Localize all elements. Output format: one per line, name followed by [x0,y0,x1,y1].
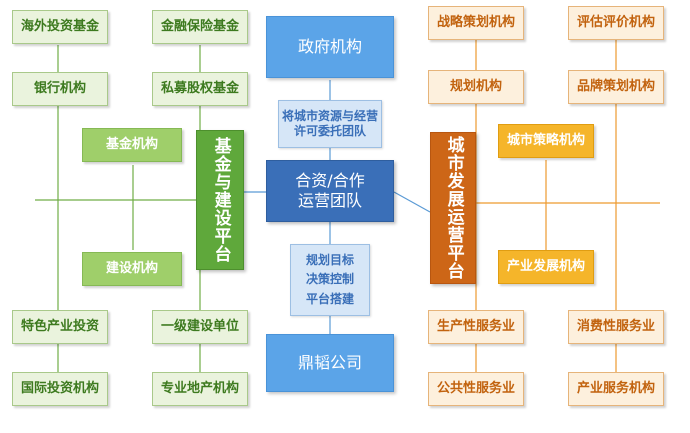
fund-construction-platform: 基金与建设平台 [196,130,244,270]
brand-planning-box: 品牌策划机构 [568,70,664,104]
strategy-planning-label: 战略策划机构 [436,14,515,30]
city-development-platform: 城市发展运营平台 [430,132,476,284]
industry-development-label: 产业发展机构 [506,258,585,274]
productive-services-label: 生产性服务业 [436,318,515,334]
productive-services-box: 生产性服务业 [428,310,524,344]
consumer-services-label: 消费性服务业 [576,318,655,334]
government-label: 政府机构 [297,37,362,56]
private-equity-box: 私募股权基金 [152,72,248,106]
evaluation-label: 评估评价机构 [576,14,655,30]
private-equity-label: 私募股权基金 [160,80,239,96]
international-investment-label: 国际投资机构 [20,380,99,396]
public-services-box: 公共性服务业 [428,372,524,406]
functions-label: 规划目标 决策控制 平台搭建 [305,253,354,306]
construction-institution-hub: 建设机构 [82,252,182,286]
overseas-fund-label: 海外投资基金 [20,18,99,34]
primary-builder-label: 一级建设单位 [160,318,239,334]
city-strategy-label: 城市策略机构 [506,132,585,148]
overseas-fund-box: 海外投资基金 [12,10,108,44]
dingtao-company-label: 鼎韬公司 [297,353,362,372]
international-investment-box: 国际投资机构 [12,372,108,406]
finance-insurance-fund-label: 金融保险基金 [160,18,239,34]
bank-box: 银行机构 [12,72,108,106]
strategy-planning-box: 战略策划机构 [428,6,524,40]
fund-construction-platform-label: 基金与建设平台 [210,137,231,263]
evaluation-box: 评估评价机构 [568,6,664,40]
industry-services-label: 产业服务机构 [576,380,655,396]
city-development-platform-label: 城市发展运营平台 [443,136,464,280]
construction-institution-label: 建设机构 [105,260,158,276]
city-strategy-hub: 城市策略机构 [498,124,594,158]
fund-institution-label: 基金机构 [105,136,158,152]
industry-investment-label: 特色产业投资 [20,318,99,334]
functions-box: 规划目标 决策控制 平台搭建 [290,244,370,316]
mandate-box: 将城市资源与经营 许可委托团队 [278,100,382,148]
industry-development-hub: 产业发展机构 [498,250,594,284]
mandate-label: 将城市资源与经营 许可委托团队 [281,109,378,138]
industry-services-box: 产业服务机构 [568,372,664,406]
planning-box: 规划机构 [428,70,524,104]
finance-insurance-fund-box: 金融保险基金 [152,10,248,44]
dingtao-company-box: 鼎韬公司 [266,334,394,392]
fund-institution-hub: 基金机构 [82,128,182,162]
public-services-label: 公共性服务业 [436,380,515,396]
government-box: 政府机构 [266,16,394,78]
jv-operation-team-label: 合资/合作 运营团队 [295,171,365,210]
real-estate-box: 专业地产机构 [152,372,248,406]
primary-builder-box: 一级建设单位 [152,310,248,344]
industry-investment-box: 特色产业投资 [12,310,108,344]
real-estate-label: 专业地产机构 [160,380,239,396]
brand-planning-label: 品牌策划机构 [576,78,655,94]
planning-label: 规划机构 [449,78,502,94]
consumer-services-box: 消费性服务业 [568,310,664,344]
jv-operation-team-box: 合资/合作 运营团队 [266,160,394,222]
bank-label: 银行机构 [33,80,86,96]
